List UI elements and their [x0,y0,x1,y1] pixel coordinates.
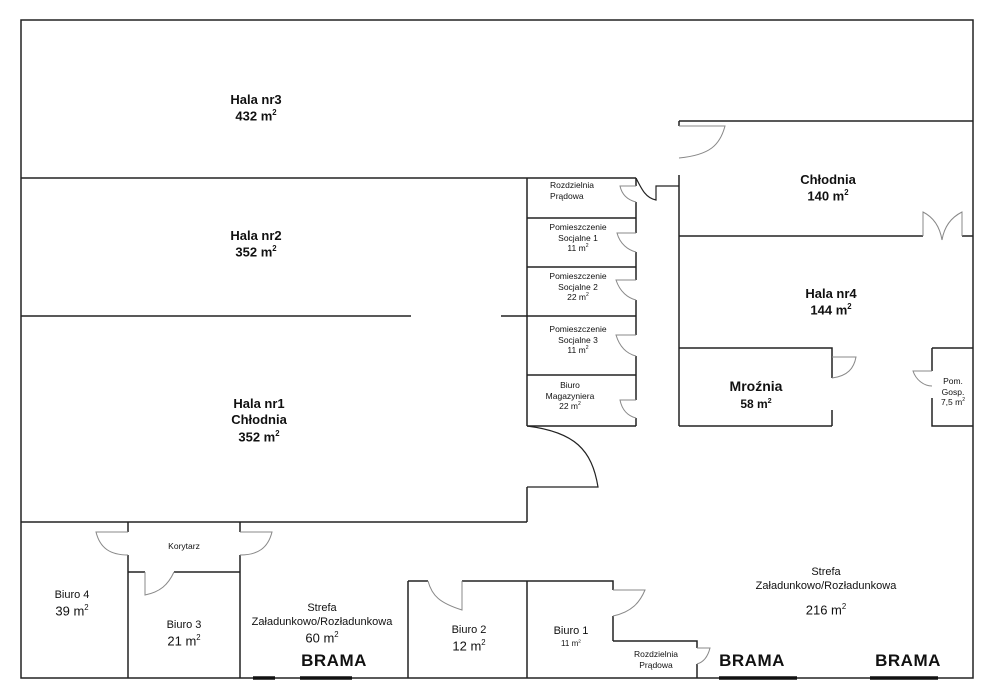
door-biuro1 [612,589,646,617]
gate-label: BRAMA [719,651,785,670]
wall-offices-right [407,580,614,678]
room-name: Hala nr1 [233,396,285,411]
wall-offices-left [127,522,241,678]
room-name: Hala nr3 [230,92,282,107]
room-area: 352 m2 [235,244,277,260]
doors-social [615,185,637,419]
gate-label: BRAMA [875,651,941,670]
room-name: Hala nr2 [230,228,282,243]
gate-label: BRAMA [301,651,367,670]
room-area: 432 m2 [235,108,277,124]
door-double-hala4 [922,211,963,241]
door-hala1 [526,425,599,488]
doors-korytarz [95,531,273,596]
door-chlodnia [678,125,726,159]
door-pom-gosp [912,370,933,387]
outer-wall [20,19,974,679]
room-korytarz: Korytarz [168,541,200,551]
door-biuro2 [427,580,463,611]
room-pom-gosp: Pom.Gosp.7,5 m2 [940,376,966,408]
wall-hala1 [21,178,528,523]
door-mroznia [831,356,857,379]
wall-pom-gosp [931,347,973,427]
wall-chlodnia-hala4 [678,120,973,426]
door-rozdzielnia [696,647,711,665]
room-area: 352 m2 [238,428,280,444]
room-name2: Chłodnia [231,412,287,428]
wall-social-rooms [527,217,636,427]
wall-mroznia [679,347,833,427]
door-corridor [635,177,679,201]
wall-rozdzielnia-bottom [613,640,698,678]
